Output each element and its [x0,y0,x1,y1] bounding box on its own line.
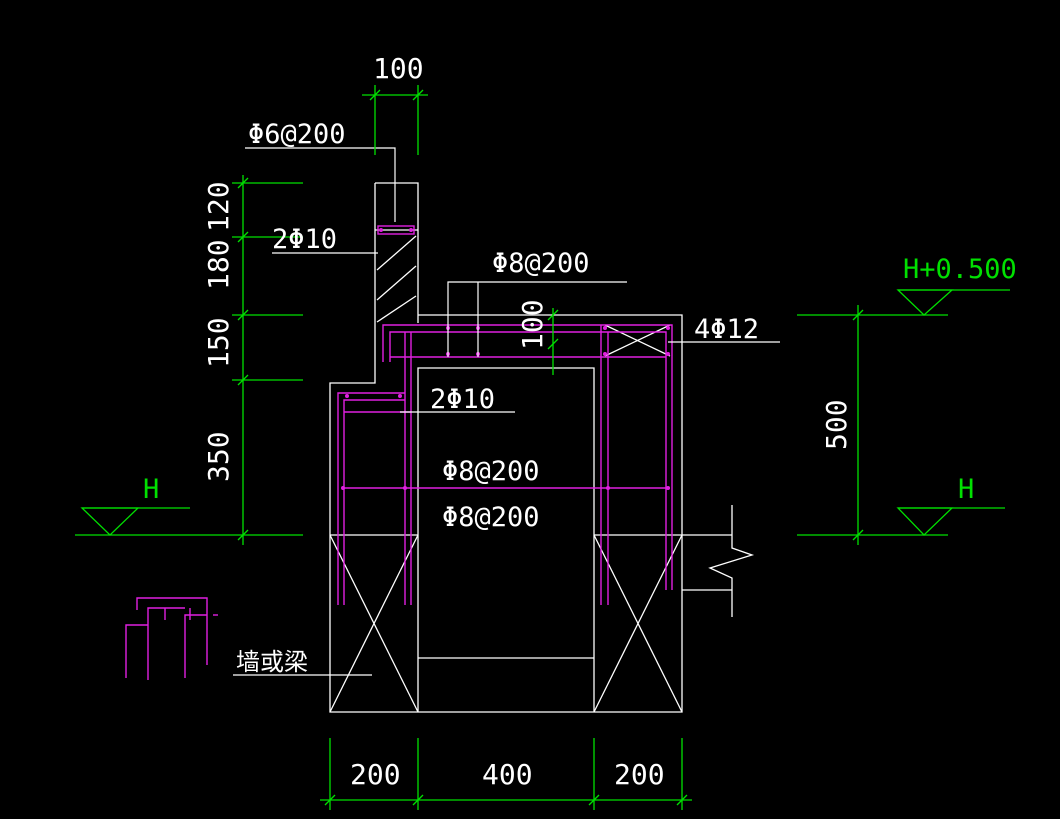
label-mid-stirrup: Φ8@200 [492,248,590,279]
dim-right-height: 500 [820,399,853,450]
level-left: H [143,474,159,505]
label-corner-bars: 4Φ12 [694,314,759,345]
label-top-stirrup: Φ6@200 [248,119,346,150]
dim-wall-height-3: 150 [202,317,235,368]
dim-wall-height-2: 180 [202,239,235,290]
dim-wall-height-4: 350 [202,431,235,482]
wall-cross-right [593,534,683,713]
level-right-bottom: H [958,474,974,505]
dim-beam-depth: 100 [516,299,549,350]
rebar-lines [125,225,673,680]
dimension-lines [75,85,1010,810]
leader-lines [233,147,780,676]
label-top-bars: 2Φ10 [272,224,337,255]
dim-bottom-middle: 400 [482,758,533,791]
dim-bottom-left: 200 [350,758,401,791]
dim-wall-height-1: 120 [202,181,235,232]
label-wall-bars-2: Φ8@200 [442,502,540,533]
label-ledge-bars: 2Φ10 [430,384,495,415]
curb-hatch [376,235,417,323]
structure-outline [329,182,755,713]
break-line-symbol [682,505,755,617]
level-right-top: H+0.500 [903,254,1017,285]
dim-top-width: 100 [373,52,424,85]
rebar-sketch [125,597,218,680]
dim-bottom-right: 200 [614,758,665,791]
label-wall-or-beam: 墙或梁 [236,648,308,676]
label-wall-bars-1: Φ8@200 [442,456,540,487]
